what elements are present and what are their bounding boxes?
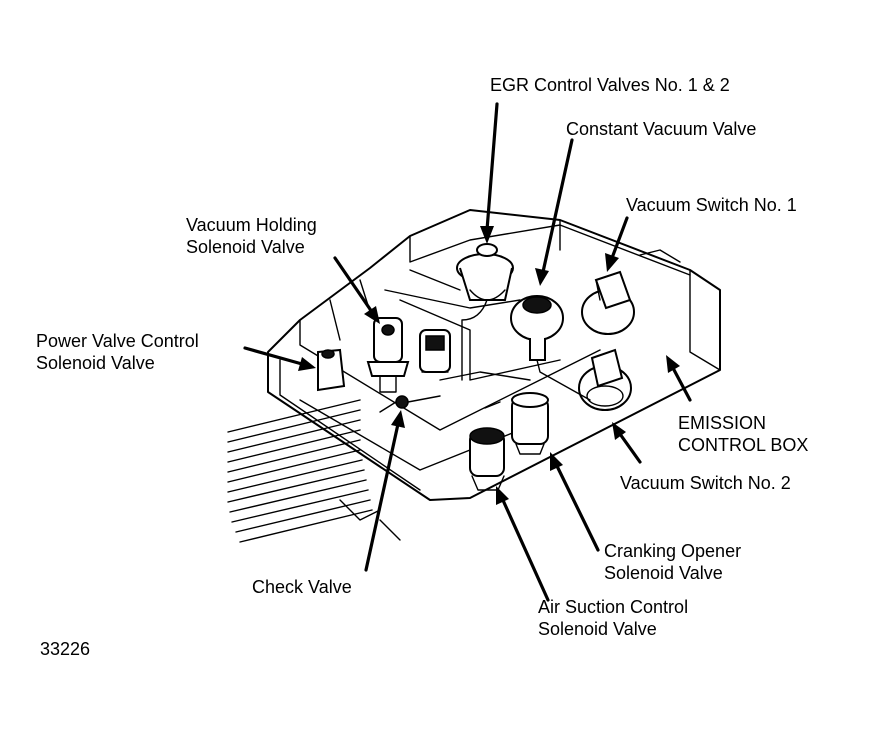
cranking-opener-solenoid-part [511,392,549,455]
label-arrows [243,102,692,602]
label-air-suction-line2: Solenoid Valve [538,619,657,639]
vacuum-switch-no1-part [581,270,635,335]
label-cranking-opener-solenoid: Cranking Opener Solenoid Valve [604,540,741,584]
vacuum-switch-no2-part [578,348,632,411]
label-constant-vacuum-valve: Constant Vacuum Valve [566,119,757,139]
label-power-valve-line1: Power Valve Control [36,331,199,351]
label-vacuum-switch-no2: Vacuum Switch No. 2 [620,473,791,493]
auxiliary-solenoid-part [419,329,451,373]
label-vacuum-holding-line2: Solenoid Valve [186,237,305,257]
label-air-suction-solenoid: Air Suction Control Solenoid Valve [538,596,688,640]
vacuum-hoses [409,269,591,409]
label-power-valve-line2: Solenoid Valve [36,353,155,373]
label-emission-line2: CONTROL BOX [678,435,809,455]
label-vacuum-switch-no1: Vacuum Switch No. 1 [626,195,797,215]
label-check-valve: Check Valve [252,577,352,597]
label-vacuum-holding-solenoid: Vacuum Holding Solenoid Valve [186,214,317,258]
figure-number: 33226 [40,639,91,659]
label-vacuum-holding-line1: Vacuum Holding [186,215,317,235]
label-emission-control-box: EMISSION CONTROL BOX [678,412,808,456]
label-cranking-opener-line2: Solenoid Valve [604,563,723,583]
egr-control-valves-part [456,243,514,301]
wire-harness [227,399,401,543]
vacuum-holding-solenoid-part [366,317,410,393]
label-egr-control-valves: EGR Control Valves No. 1 & 2 [490,75,730,95]
label-emission-line1: EMISSION [678,413,767,433]
power-valve-solenoid-part [317,348,346,392]
label-cranking-opener-line1: Cranking Opener [604,541,742,561]
air-suction-solenoid-part [469,427,505,491]
label-power-valve-solenoid: Power Valve Control Solenoid Valve [36,330,199,374]
check-valve-part [379,395,441,413]
label-air-suction-line1: Air Suction Control [538,597,689,617]
constant-vacuum-valve-part [510,295,564,361]
